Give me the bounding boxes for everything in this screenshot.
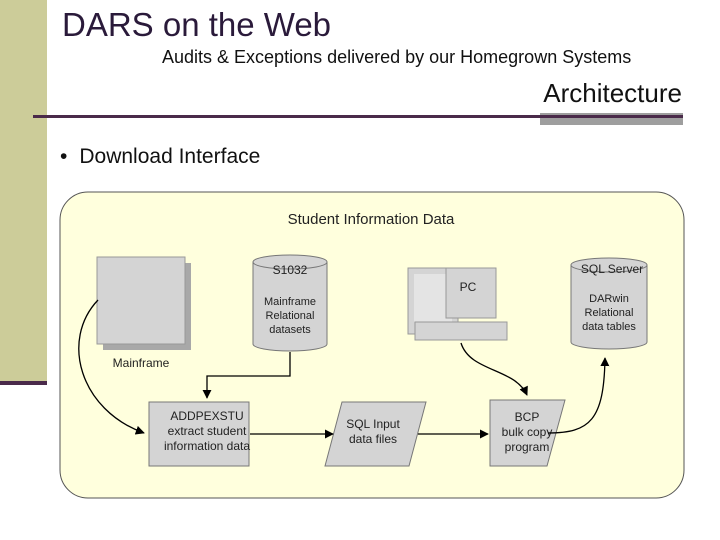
- sql-server-label: SQL Server: [581, 262, 643, 276]
- s1032-label: S1032: [273, 263, 308, 277]
- addpexstu-box: [148, 401, 250, 467]
- addpexstu-line3: information data: [164, 439, 250, 453]
- mainframe-db-line3: datasets: [269, 324, 311, 336]
- mainframe-db-line2: Relational: [266, 310, 315, 322]
- section-heading: Architecture: [543, 78, 682, 108]
- sidebar-edge: [0, 381, 47, 385]
- sql-input-line1: SQL Input: [346, 417, 400, 431]
- mainframe-label: Mainframe: [113, 356, 170, 370]
- darwin-db-line1: DARwin: [589, 293, 629, 305]
- flow-arrows: [78, 299, 610, 439]
- slide-subtitle: Audits & Exceptions delivered by our Hom…: [162, 47, 632, 67]
- mainframe-database-icon: [252, 254, 328, 352]
- addpexstu-line1: ADDPEXSTU: [170, 409, 243, 423]
- bcp-line1: BCP: [515, 410, 540, 424]
- bullet-item: •Download Interface: [60, 145, 261, 168]
- pc-label: PC: [460, 280, 477, 294]
- arrow-bcp-to-sqlserver: [547, 357, 610, 434]
- panel-title: Student Information Data: [288, 211, 455, 228]
- slide-title: DARS on the Web: [62, 6, 332, 43]
- header-rule: [33, 115, 683, 118]
- sql-input-parallelogram: [324, 401, 427, 467]
- darwin-db-line3: data tables: [582, 321, 636, 333]
- sql-input-line2: data files: [349, 432, 397, 446]
- arrow-db-to-extract: [202, 352, 291, 399]
- arrow-pc-to-bcp: [460, 342, 528, 396]
- pc-computer-icon: [407, 267, 508, 341]
- addpexstu-line2: extract student: [168, 424, 247, 438]
- bcp-line3: program: [505, 440, 550, 454]
- bullet-text: Download Interface: [79, 145, 261, 168]
- bcp-line2: bulk copy: [502, 425, 553, 439]
- sidebar-accent: [0, 0, 47, 384]
- arrow-terminal-to-extract: [78, 299, 145, 435]
- mainframe-db-line1: Mainframe: [264, 296, 316, 308]
- bcp-box: [489, 399, 566, 467]
- darwin-db-line2: Relational: [585, 307, 634, 319]
- mainframe-terminal-icon: [96, 256, 191, 350]
- darwin-database-icon: [570, 257, 648, 350]
